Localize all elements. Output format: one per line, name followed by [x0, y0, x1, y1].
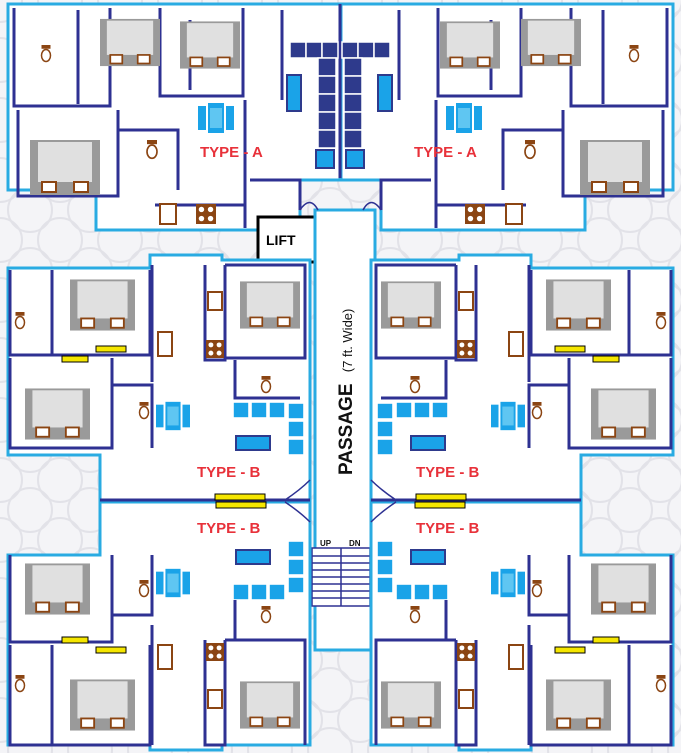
type-b-furniture	[14, 278, 667, 732]
lift-label: LIFT	[266, 232, 296, 248]
staircase	[311, 547, 371, 607]
passage-width: (7 ft. Wide)	[340, 309, 355, 373]
stair-down-label: DN	[349, 539, 361, 548]
type-a-walls	[12, 4, 669, 228]
passage-title: PASSAGE	[336, 383, 357, 475]
passage-label: PASSAGE (7 ft. Wide)	[336, 309, 357, 475]
type-b-label-1: TYPE - B	[197, 464, 261, 481]
type-b-label-4: TYPE - B	[416, 520, 480, 537]
door-swings	[284, 201, 397, 523]
type-b-walls	[8, 263, 673, 747]
type-b-label-3: TYPE - B	[197, 520, 261, 537]
type-a-label-right: TYPE - A	[414, 144, 477, 161]
stair-up-label: UP	[320, 539, 332, 548]
type-a-label-left: TYPE - A	[200, 144, 263, 161]
type-a-furniture	[30, 17, 650, 225]
lift-box	[256, 215, 317, 264]
type-b-label-2: TYPE - B	[416, 464, 480, 481]
yellow-windows	[61, 345, 620, 654]
